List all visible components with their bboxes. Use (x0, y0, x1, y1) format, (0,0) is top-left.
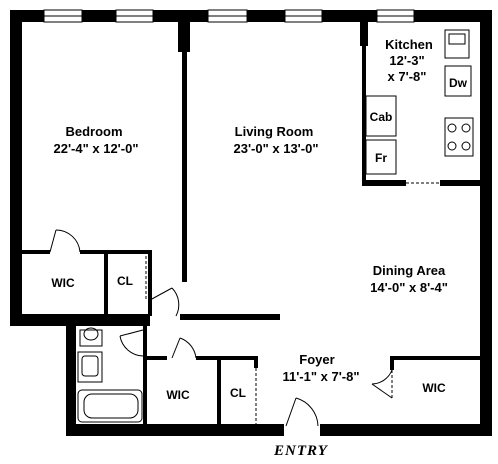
living-room-dims: 23'-0" x 13'-0" (233, 141, 318, 156)
bedroom-name: Bedroom (65, 124, 122, 139)
bathroom-fixtures (77, 327, 143, 423)
hall-wic-label: WIC (166, 388, 190, 402)
kitchen-dims-line1: 12'-3" (389, 53, 424, 68)
dishwasher-box (444, 65, 472, 97)
stove-icon (444, 117, 474, 157)
sink-basin-icon (448, 33, 466, 45)
dining-area-name: Dining Area (373, 263, 446, 278)
dining-area-dims: 14'-0" x 8'-4" (370, 280, 448, 295)
bedroom-cl-label: CL (117, 274, 133, 288)
toilet-tank-icon (79, 329, 103, 347)
foyer-dims: 11'-1" x 7'-8" (282, 369, 359, 384)
kitchen-fixtures (365, 29, 474, 175)
cabinet-label: Cab (370, 110, 393, 124)
entry-label: ENTRY (273, 443, 329, 459)
sink-icon (444, 29, 470, 59)
hall-cl-label: CL (230, 386, 246, 400)
interior-walls (10, 22, 480, 428)
kitchen-name: Kitchen (385, 37, 433, 52)
fridge-box (365, 139, 397, 175)
bedroom-wic-label: WIC (51, 276, 75, 290)
bathtub-icon (77, 389, 143, 423)
windows (43, 9, 415, 23)
foyer-name: Foyer (299, 352, 334, 367)
bedroom-dims: 22'-4" x 12'-0" (53, 141, 138, 156)
cabinet-box (365, 95, 397, 137)
fridge-label: Fr (375, 151, 387, 165)
dishwasher-label: Dw (449, 76, 468, 90)
foyer-wic-label: WIC (422, 381, 446, 395)
living-room-name: Living Room (235, 124, 314, 139)
vanity-icon (77, 351, 103, 383)
toilet-icon (83, 327, 99, 341)
outer-walls (10, 10, 492, 436)
dashed-openings (145, 182, 440, 424)
kitchen-dims-line2: x 7'-8" (388, 69, 427, 84)
doors (49, 229, 393, 427)
